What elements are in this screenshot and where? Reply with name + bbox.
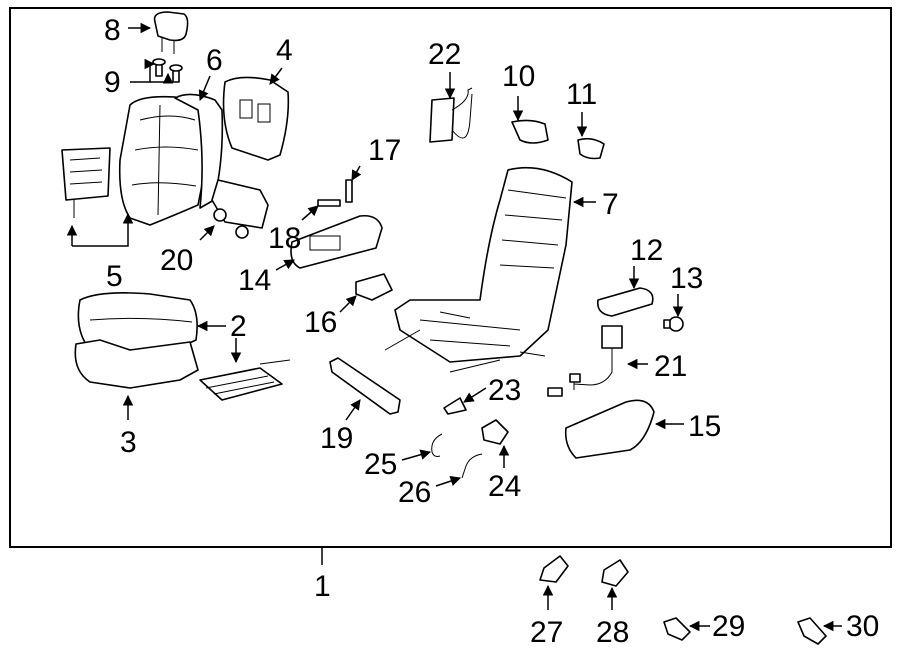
callout-13: 13: [670, 262, 703, 295]
callout-12: 12: [630, 234, 663, 267]
callout-28: 28: [596, 616, 629, 649]
part-headrest-guides-9: [152, 58, 183, 83]
assembly-frame: [9, 7, 892, 548]
part-cover-10: [511, 119, 549, 144]
part-shield-15: [564, 399, 655, 459]
callout-14: 14: [238, 264, 271, 297]
part-strip-17: [345, 179, 353, 203]
part-clip-23: [443, 397, 467, 415]
part-bracket-24: [481, 419, 509, 445]
callout-5: 5: [106, 260, 123, 293]
part-side-shield-14: [290, 214, 383, 269]
part-knob-13: [663, 316, 684, 332]
callout-6: 6: [206, 44, 223, 77]
part-clip-30: [797, 617, 827, 645]
callout-17: 17: [368, 134, 401, 167]
part-cushion-pad-3: [74, 339, 199, 389]
part-hook-25: [431, 433, 443, 457]
part-clip-28: [601, 559, 629, 587]
callout-19: 19: [320, 422, 353, 455]
callout-18: 18: [268, 222, 301, 255]
part-clip-27: [539, 555, 569, 583]
callout-3: 3: [120, 426, 137, 459]
callout-11: 11: [566, 78, 597, 111]
callout-27: 27: [530, 616, 563, 649]
part-seatback-cover-6: [174, 93, 224, 209]
part-seat-cushion-2: [77, 292, 198, 359]
part-cover-11: [577, 137, 605, 160]
part-bracket-16: [355, 273, 393, 301]
part-hook-26: [461, 453, 483, 479]
part-strip-18: [317, 199, 341, 207]
part-buckle-21: [547, 325, 623, 397]
part-headrest-8: [153, 11, 189, 54]
callout-16: 16: [304, 306, 337, 339]
callout-4: 4: [276, 34, 293, 67]
part-back-board-4: [222, 76, 290, 161]
callout-26: 26: [398, 476, 431, 509]
callout-25: 25: [364, 448, 397, 481]
callout-23: 23: [488, 374, 521, 407]
callout-10: 10: [502, 60, 535, 93]
part-seat-frame-7: [384, 166, 573, 373]
callout-2: 2: [230, 310, 247, 343]
callout-29: 29: [712, 610, 745, 643]
callout-24: 24: [488, 470, 521, 503]
callout-22: 22: [428, 38, 461, 71]
callout-30: 30: [846, 610, 879, 643]
callout-21: 21: [654, 350, 687, 383]
leader-lines: [66, 22, 842, 632]
part-back-panel-5: [61, 147, 111, 218]
part-clip-29: [663, 617, 691, 641]
part-sensor-22: [429, 87, 473, 143]
part-lumbar-20: [211, 179, 269, 239]
part-seatback-cushion: [118, 95, 207, 226]
part-trim-19: [329, 357, 401, 415]
part-heater-mat: [199, 359, 291, 401]
callout-15: 15: [688, 410, 721, 443]
callout-1: 1: [314, 570, 331, 603]
callout-9: 9: [104, 66, 121, 99]
part-armrest-12: [596, 287, 654, 317]
callout-7: 7: [602, 188, 619, 221]
callout-8: 8: [104, 14, 121, 47]
callout-20: 20: [160, 244, 193, 277]
